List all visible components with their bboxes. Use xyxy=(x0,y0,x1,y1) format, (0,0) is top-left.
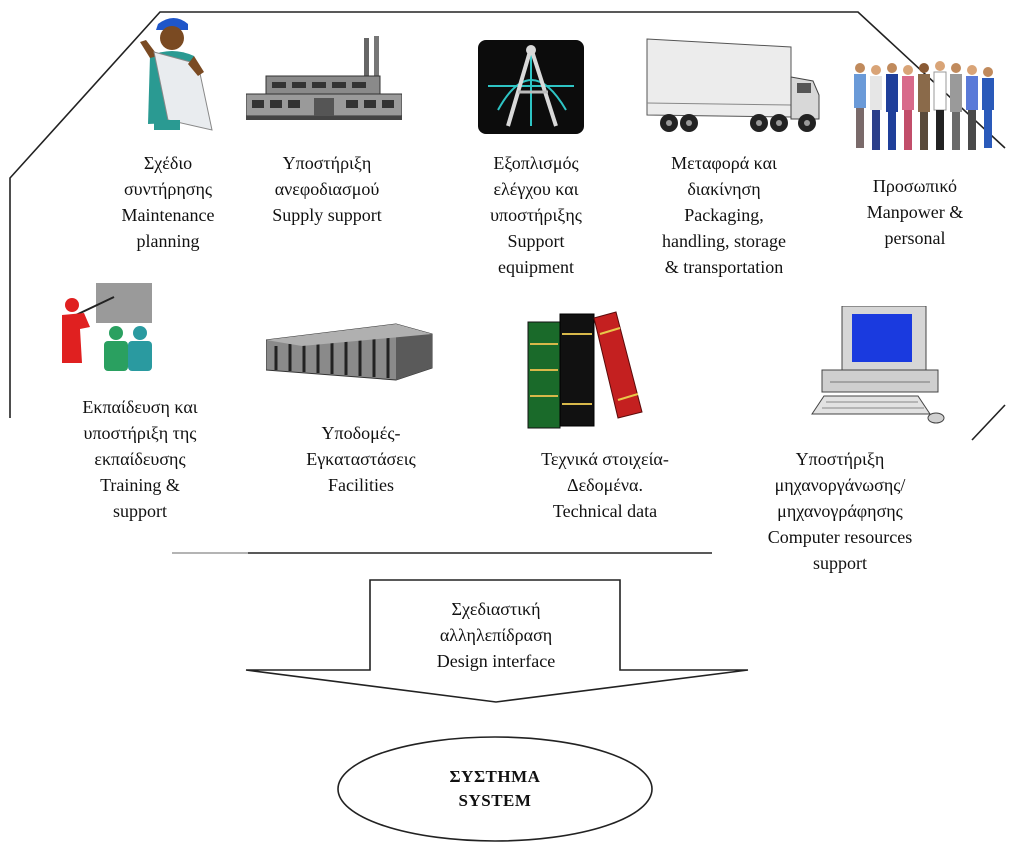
label-maintenance: Σχέδιο συντήρησης Maintenance planning xyxy=(88,150,248,254)
label-line: Training & xyxy=(100,475,180,495)
label-line: Υποδομές- xyxy=(321,423,401,443)
label-line: Computer resources xyxy=(767,527,913,547)
label-line: Μεταφορά και xyxy=(671,153,777,173)
label-equipment: Εξοπλισμός ελέγχου και υποστήριξης Suppo… xyxy=(456,150,616,280)
label-line: Supply support xyxy=(272,205,382,225)
label-line: planning xyxy=(136,231,200,251)
truck-icon xyxy=(646,38,820,132)
label-line: Δεδομένα. xyxy=(567,475,643,495)
label-line: μηχανογράφησης xyxy=(777,501,903,521)
system-label-line: ΣΥΣΤΗΜΑ xyxy=(449,767,541,786)
octagon-frame xyxy=(9,11,1006,418)
label-line: ελέγχου και xyxy=(493,179,579,199)
label-line: Manpower & xyxy=(866,202,964,222)
label-line: support xyxy=(813,553,867,573)
label-line: Εγκαταστάσεις xyxy=(306,449,416,469)
label-supply: Υποστήριξη ανεφοδιασμού Supply support xyxy=(252,150,402,228)
building-icon xyxy=(266,323,433,381)
label-line: handling, storage xyxy=(662,231,786,251)
label-line: ανεφοδιασμού xyxy=(274,179,380,199)
label-line: Τεχνικά στοιχεία- xyxy=(541,449,669,469)
system-label: ΣΥΣΤΗΜΑ SYSTEM xyxy=(395,765,595,813)
label-line: Σχέδιο xyxy=(143,153,193,173)
factory-icon xyxy=(246,36,402,120)
label-line: υποστήριξη της xyxy=(83,423,197,443)
label-manpower: Προσωπικό Manpower & personal xyxy=(840,173,990,251)
arrow-label-line: αλληλεπίδραση xyxy=(439,625,553,645)
label-training: Εκπαίδευση και υποστήριξη της εκπαίδευση… xyxy=(50,394,230,524)
arrow-label-line: Design interface xyxy=(436,651,556,671)
label-line: equipment xyxy=(498,257,574,277)
engineer-icon xyxy=(140,18,213,131)
label-computer: Υποστήριξη μηχανοργάνωσης/ μηχανογράφηση… xyxy=(740,446,940,576)
books-icon xyxy=(527,311,643,429)
people-icon xyxy=(854,61,994,150)
presentation-icon xyxy=(62,283,152,371)
compass-icon xyxy=(478,40,584,134)
label-line: Packaging, xyxy=(684,205,764,225)
label-line: personal xyxy=(884,228,946,248)
arrow-label-line: Σχεδιαστική xyxy=(451,599,541,619)
label-line: Υποστήριξη xyxy=(795,449,885,469)
label-line: υποστήριξης xyxy=(490,205,582,225)
label-line: support xyxy=(113,501,167,521)
label-line: εκπαίδευσης xyxy=(94,449,186,469)
label-line: Technical data xyxy=(552,501,658,521)
label-line: συντήρησης xyxy=(123,179,213,199)
label-technical: Τεχνικά στοιχεία- Δεδομένα. Technical da… xyxy=(510,446,700,524)
system-label-line: SYSTEM xyxy=(458,791,532,810)
arrow-label: Σχεδιαστική αλληλεπίδραση Design interfa… xyxy=(396,596,596,674)
label-facilities: Υποδομές- Εγκαταστάσεις Facilities xyxy=(276,420,446,498)
label-line: διακίνηση xyxy=(687,179,761,199)
label-line: Εξοπλισμός xyxy=(493,153,579,173)
label-line: Facilities xyxy=(328,475,394,495)
label-line: μηχανοργάνωσης/ xyxy=(774,475,906,495)
label-transport: Μεταφορά και διακίνηση Packaging, handli… xyxy=(634,150,814,280)
frame-right-edge-lower xyxy=(971,404,1006,441)
label-line: Support xyxy=(507,231,565,251)
design-interface-arrow xyxy=(245,579,749,703)
label-line: & transportation xyxy=(664,257,784,277)
label-line: Εκπαίδευση και xyxy=(82,397,198,417)
label-line: Προσωπικό xyxy=(872,176,958,196)
label-line: Maintenance xyxy=(121,205,215,225)
system-ellipse xyxy=(337,736,653,842)
label-line: Υποστήριξη xyxy=(282,153,372,173)
computer-icon xyxy=(811,306,945,424)
